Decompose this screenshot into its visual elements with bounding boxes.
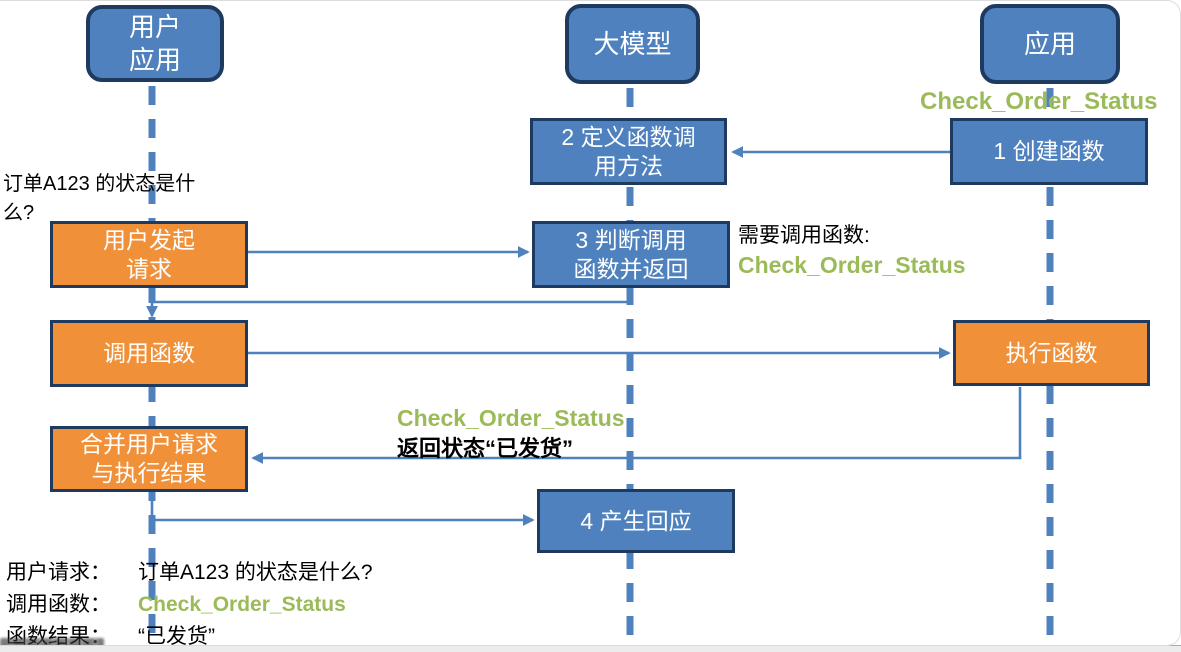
summary-value: Check_Order_Status [138,593,346,616]
step-merge-result: 合并用户请求 与执行结果 [50,426,248,492]
step-create-function: 1 创建函数 [950,118,1148,185]
need-call-function-name: Check_Order_Status [738,252,966,279]
step-judge-call: 3 判断调用 函数并返回 [532,221,730,288]
need-call-label: 需要调用函数: [738,224,870,247]
lane-header-app: 应用 [980,4,1120,84]
summary-block: 用户请求： 订单A123 的状态是什么? 调用函数： Check_Order_S… [6,557,373,652]
step-respond: 4 产生回应 [537,489,735,553]
step-exec-function: 执行函数 [953,320,1150,386]
lane-header-llm: 大模型 [565,4,700,84]
lane-header-user-app: 用户 应用 [86,5,224,82]
top-function-name-text: Check_Order_Status [920,88,1158,115]
summary-row-call-function: 调用函数： Check_Order_Status [6,589,373,621]
arrow-judge-to-call [146,289,632,318]
return-status-text: 返回状态“已发货” [397,436,574,462]
need-call-annotation: 需要调用函数: Check_Order_Status [738,222,966,281]
arrow-exec-to-merge [251,387,1022,464]
return-annotation: Check_Order_Status 返回状态“已发货” [397,403,625,464]
step-user-request: 用户发起 请求 [50,221,248,288]
summary-value: “已发货” [138,625,215,648]
user-question-text: 订单A123 的状态是什么? [3,173,196,224]
summary-row-user-request: 用户请求： 订单A123 的状态是什么? [6,557,373,589]
bottom-edge-bar [0,645,1181,652]
arrow-merge-to-respond [150,493,535,526]
return-function-name: Check_Order_Status [397,405,625,431]
summary-value: 订单A123 的状态是什么? [138,561,373,584]
step-call-function: 调用函数 [50,320,248,387]
step-define-method: 2 定义函数调 用方法 [530,118,727,185]
summary-label: 用户请求： [6,561,111,584]
summary-label: 调用函数： [6,593,111,616]
